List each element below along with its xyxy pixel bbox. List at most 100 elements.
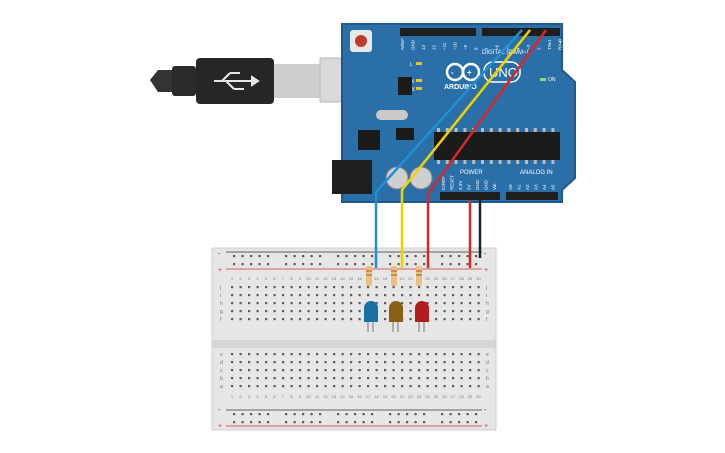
row-letter: g — [220, 309, 223, 315]
usb-cable-end — [150, 70, 172, 92]
l-led — [416, 62, 422, 65]
analog-pin-label: A4 — [542, 184, 547, 190]
column-number-top: 10 — [306, 276, 311, 281]
column-number-bottom: 23 — [417, 394, 422, 399]
analog-pin-label: A1 — [517, 184, 522, 190]
power-jack — [332, 160, 372, 194]
rail-minus-bottom-right: - — [484, 407, 487, 414]
atmega-pins — [437, 128, 555, 164]
usb-cable[interactable] — [150, 57, 365, 104]
column-number-bottom: 28 — [459, 394, 464, 399]
header-power — [440, 192, 500, 200]
usb-icon — [214, 72, 260, 90]
digital-pin-label: 13 — [421, 44, 426, 50]
led-blue[interactable] — [364, 301, 378, 322]
column-number-bottom: 18 — [374, 394, 379, 399]
voltage-regulator — [358, 130, 380, 150]
column-number-top: 24 — [425, 276, 430, 281]
resistors[interactable] — [366, 266, 422, 286]
resistor-yellow-led[interactable] — [391, 266, 397, 286]
tx-led — [416, 79, 422, 82]
row-letter: g — [486, 309, 489, 315]
column-number-bottom: 4 — [256, 394, 259, 399]
row-letter: j — [485, 285, 487, 291]
column-number-bottom: 22 — [408, 394, 413, 399]
row-letter: i — [220, 293, 221, 299]
breadboard-center-channel — [212, 340, 496, 348]
on-led — [540, 78, 546, 81]
column-number-bottom: 20 — [391, 394, 396, 399]
wire-blue[interactable] — [374, 29, 523, 268]
column-number-bottom: 10 — [306, 394, 311, 399]
row-letter: h — [486, 301, 489, 307]
analog-pin-label: A3 — [534, 184, 539, 190]
power-title: POWER — [460, 170, 483, 176]
column-number-top: 11 — [315, 276, 320, 281]
svg-text:+: + — [467, 68, 472, 77]
column-number-top: 25 — [434, 276, 439, 281]
svg-text:-: - — [451, 68, 454, 77]
led-yellow[interactable] — [389, 301, 403, 322]
power-pin-label: GND — [475, 179, 480, 190]
digital-pin-label: 7 — [484, 47, 489, 50]
column-number-bottom: 13 — [332, 394, 337, 399]
arduino-logo: - + — [445, 62, 481, 82]
row-letter: d — [220, 360, 223, 366]
usb-connector-sleeve — [274, 64, 320, 98]
small-chip — [396, 128, 414, 140]
column-number-top: 16 — [357, 276, 362, 281]
column-number-top: 26 — [442, 276, 447, 281]
column-number-bottom: 15 — [349, 394, 354, 399]
led-red[interactable] — [415, 301, 429, 322]
leds[interactable] — [364, 301, 429, 332]
resistor-blue-led[interactable] — [366, 266, 372, 286]
column-number-bottom: 14 — [340, 394, 345, 399]
column-number-bottom: 30 — [476, 394, 481, 399]
column-number-bottom: 11 — [315, 394, 320, 399]
column-number-top: 12 — [323, 276, 328, 281]
column-number-top: 6 — [273, 276, 276, 281]
column-number-top: 13 — [332, 276, 337, 281]
column-number-top: 15 — [349, 276, 354, 281]
power-pin-label: IOREF — [441, 176, 446, 190]
digital-pin-label: ~9 — [463, 44, 468, 50]
wires[interactable] — [374, 29, 548, 268]
breadboard[interactable]: 1122334455667788991010111112121313141415… — [211, 247, 497, 431]
reset-button[interactable] — [355, 35, 367, 47]
column-number-top: 29 — [468, 276, 473, 281]
wire-red[interactable] — [426, 29, 548, 268]
column-number-bottom: 24 — [425, 394, 430, 399]
row-letter: c — [220, 368, 223, 374]
column-number-top: 27 — [451, 276, 456, 281]
row-letter: d — [486, 360, 489, 366]
column-number-bottom: 19 — [383, 394, 388, 399]
rail-minus-top: - — [218, 251, 221, 258]
analog-pin-label: A2 — [525, 184, 530, 190]
row-letter: a — [220, 384, 223, 390]
column-number-bottom: 8 — [290, 394, 293, 399]
rail-plus-top-right: + — [484, 267, 488, 274]
digital-pin-label: ~10 — [453, 42, 458, 50]
column-number-bottom: 6 — [273, 394, 276, 399]
column-number-top: 22 — [408, 276, 413, 281]
digital-pin-label: RX◂0 — [558, 38, 563, 50]
column-number-top: 30 — [476, 276, 481, 281]
column-number-top: 19 — [383, 276, 388, 281]
wire-yellow[interactable] — [400, 29, 531, 268]
column-number-bottom: 7 — [282, 394, 285, 399]
resistor-red-led[interactable] — [416, 266, 422, 286]
row-letter: h — [220, 301, 223, 307]
row-letter: b — [486, 376, 489, 382]
atmega-chip — [434, 132, 560, 160]
breadboard-power-rails — [226, 251, 482, 427]
rail-plus-top: + — [218, 267, 222, 274]
rail-plus-bottom-right: + — [484, 423, 488, 430]
column-number-bottom: 2 — [239, 394, 242, 399]
power-pin-label: GND — [484, 179, 489, 190]
column-number-bottom: 9 — [299, 394, 302, 399]
digital-pin-label: 2 — [537, 47, 542, 50]
capacitor-right — [409, 166, 433, 190]
